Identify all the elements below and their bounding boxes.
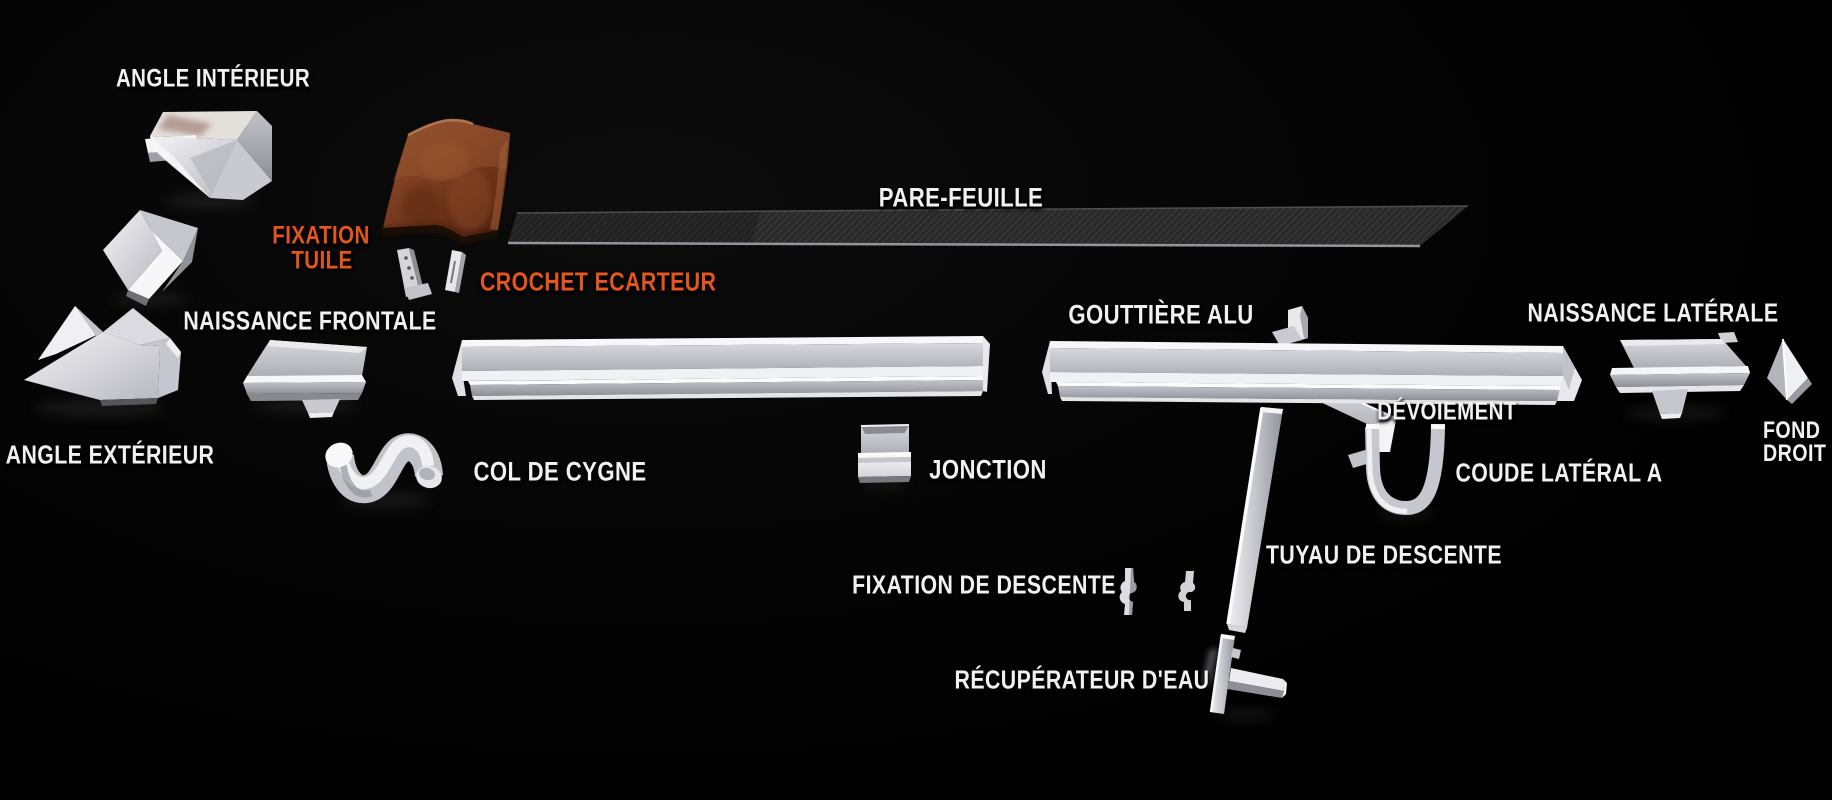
label-coude-lateral-a: COUDE LATÉRAL A <box>1455 457 1663 488</box>
crochet-ecarteur-part <box>445 250 466 293</box>
label-fixation-tuile-2: TUILE <box>291 246 353 275</box>
label-fixation-de-descente: FIXATION DE DESCENTE <box>852 569 1116 600</box>
naissance-frontale-part <box>243 340 367 418</box>
angle-exterieur-part <box>24 306 181 406</box>
label-col-de-cygne: COL DE CYGNE <box>473 456 647 487</box>
fond-droit-part <box>1767 338 1812 404</box>
label-tuyau-de-descente: TUYAU DE DESCENTE <box>1265 539 1503 570</box>
tuyau-de-descente-part <box>1226 407 1283 633</box>
label-gouttiere-alu: GOUTTIÈRE ALU <box>1068 299 1254 330</box>
label-naissance-laterale: NAISSANCE LATÉRALE <box>1527 297 1779 328</box>
label-fond-droit-1: FOND <box>1763 417 1821 444</box>
label-angle-exterieur: ANGLE EXTÉRIEUR <box>5 439 215 470</box>
gutter-left-part <box>452 336 990 400</box>
fixation-descente-clip1 <box>1119 568 1137 615</box>
roof-tile-part <box>382 118 510 243</box>
label-recuperateur-d-eau: RÉCUPÉRATEUR D'EAU <box>954 664 1210 695</box>
fixation-descente-clip2 <box>1178 571 1196 611</box>
gutter-hook-part <box>1272 306 1308 346</box>
label-fixation-tuile-1: FIXATION <box>272 221 370 250</box>
col-de-cygne-part <box>325 433 443 504</box>
label-jonction: JONCTION <box>929 454 1047 485</box>
label-fond-droit-2: DROIT <box>1763 440 1827 467</box>
label-naissance-frontale: NAISSANCE FRONTALE <box>183 305 437 336</box>
angle-interieur-part <box>145 111 272 200</box>
fixation-tuile-part <box>397 248 432 300</box>
coude-lateral-a-part <box>1365 424 1445 516</box>
v-channel-part <box>103 210 198 306</box>
gutter-right-part <box>1042 341 1582 405</box>
label-crochet-ecarteur: CROCHET ECARTEUR <box>480 266 717 297</box>
label-angle-interieur: ANGLE INTÉRIEUR <box>115 64 311 93</box>
naissance-laterale-part <box>1610 332 1750 419</box>
jonction-part <box>858 424 911 483</box>
pare-feuille-part <box>507 205 1469 248</box>
recuperateur-part <box>1202 634 1287 714</box>
label-pare-feuille: PARE-FEUILLE <box>878 182 1044 213</box>
label-devoiement: DÉVOIEMENT <box>1377 397 1517 426</box>
